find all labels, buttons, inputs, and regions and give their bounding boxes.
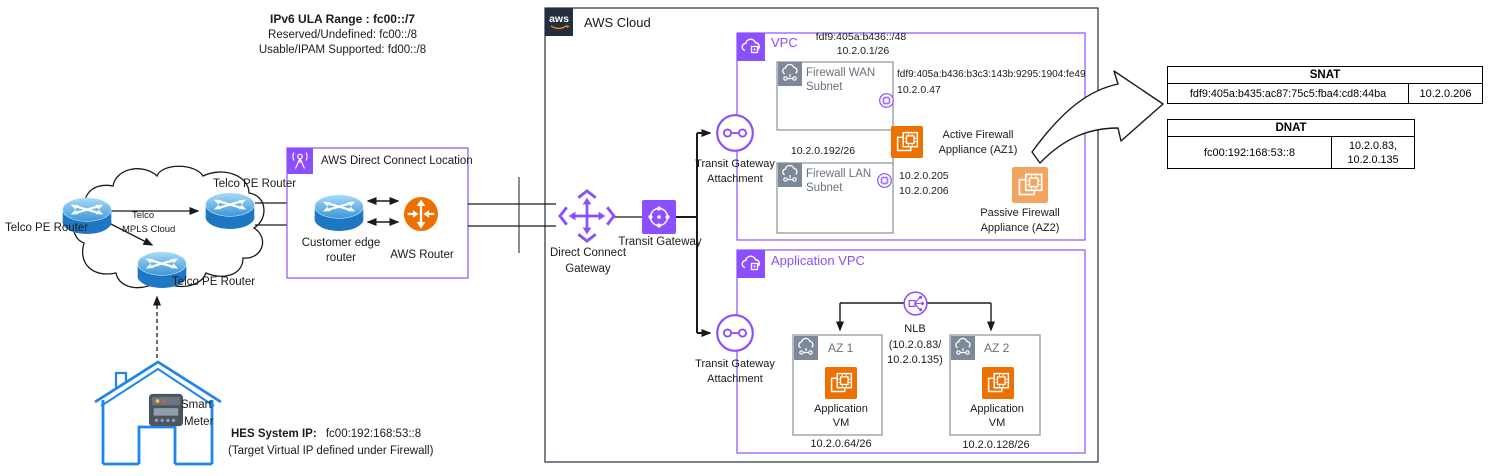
ipv6-ula-note: IPv6 ULA Range : fc00::/7 Reserved/Undef… — [205, 12, 480, 58]
az1-title: AZ 1 — [828, 341, 854, 355]
hes-note: (Target Virtual IP defined under Firewal… — [228, 445, 434, 457]
dnat-dest-ip: fc00:192:168:53::8 — [1168, 137, 1332, 168]
nlb-label: NLB (10.2.0.83/ 10.2.0.135) — [887, 323, 943, 366]
dnat-table: DNAT fc00:192:168:53::8 10.2.0.83, 10.2.… — [1167, 119, 1415, 169]
application-vpc-title: Application VPC — [771, 253, 865, 268]
subnet-icon-lan — [778, 163, 802, 187]
eni-icon-lan — [877, 173, 892, 188]
dnat-translated-ips: 10.2.0.83, 10.2.0.135 — [1347, 139, 1399, 166]
vpc-icon — [737, 33, 765, 61]
direct-connect-gateway-label: Direct Connect Gateway — [549, 247, 627, 275]
customer-edge-router-label: Customer edge router — [301, 237, 381, 264]
customer-edge-router-icon — [313, 193, 365, 232]
lan-eni-ip1: 10.2.0.205 — [899, 170, 949, 182]
subnet-icon-wan — [778, 62, 802, 86]
snat-translated-ip: 10.2.0.206 — [1419, 87, 1472, 100]
az2-title: AZ 2 — [984, 341, 1010, 355]
wan-eni-ipv4: 10.2.0.47 — [897, 84, 941, 96]
app-vpc-icon — [737, 250, 765, 278]
wan-eni-ipv6: fdf9:405a:b436:b3c3:143b:9295:1904:fe49 — [897, 69, 1086, 80]
subnet-icon-az2 — [951, 336, 975, 360]
house-shape — [94, 360, 222, 466]
application-vm-icon-az2 — [982, 367, 1014, 399]
firewall-wan-subnet-box — [776, 61, 894, 131]
firewall-lan-subnet-box — [776, 162, 894, 234]
dx-internal-links — [366, 197, 400, 226]
dx-dcg-links — [468, 203, 556, 227]
telco-pe-router-label-top: Telco PE Router — [213, 178, 297, 190]
smart-meter-icon — [148, 393, 184, 427]
transit-gateway-label: Transit Gateway — [618, 236, 702, 248]
smart-meter-label: Smart Meter — [181, 399, 214, 428]
nlb-icon — [903, 291, 928, 316]
dx-location-title: AWS Direct Connect Location — [321, 155, 473, 167]
telco-cloud-label-1: Telco — [132, 210, 155, 221]
tga-label-appvpc: Transit Gateway Attachment — [695, 358, 775, 385]
transit-gateway-attachment-icon-vpc — [716, 114, 754, 152]
direct-connect-gateway-icon — [558, 189, 616, 243]
hes-ip-value: fc00:192:168:53::8 — [325, 428, 422, 440]
passive-firewall-label: Passive Firewall Appliance (AZ2) — [980, 207, 1060, 234]
snat-table-title: SNAT — [1168, 67, 1482, 84]
aws-router-icon — [403, 196, 439, 232]
telco-pe-router-label-left: Telco PE Router — [5, 222, 89, 234]
firewall-wan-subnet-label: Firewall WAN Subnet — [806, 67, 876, 93]
transit-gateway-icon — [642, 200, 676, 234]
svg-text:aws: aws — [549, 13, 569, 25]
application-vm-label-az2: Application VM — [970, 403, 1024, 429]
aws-router-label: AWS Router — [390, 249, 454, 261]
telco-pe-router-icon-top — [204, 191, 256, 230]
vpc-cidr-ipv6: fdf9:405a:b436::/48 — [815, 31, 907, 43]
mpls-cloud-connectors — [102, 207, 200, 246]
ipv6-ula-title: IPv6 ULA Range : fc00::/7 — [270, 12, 415, 26]
lan-eni-ip2: 10.2.0.206 — [899, 185, 949, 197]
firewall-appliance-active-icon — [891, 126, 923, 158]
aws-logo: aws — [545, 8, 573, 36]
active-firewall-label: Active Firewall Appliance (AZ1) — [938, 129, 1018, 156]
dnat-table-title: DNAT — [1168, 120, 1414, 137]
hes-label: HES System IP: — [231, 428, 317, 440]
hes-system-ip-line: HES System IP: fc00:192:168:53::8 — [231, 427, 421, 442]
telco-cloud-label-2: MPLS Cloud — [122, 224, 176, 235]
ipv6-reserved-line: Reserved/Undefined: fc00::/8 — [268, 28, 417, 41]
snat-table: SNAT fdf9:405a:b435:ac87:75c5:fba4:cd8:4… — [1167, 66, 1483, 104]
tga-label-vpc: Transit Gateway Attachment — [695, 158, 775, 185]
az2-cidr: 10.2.0.128/26 — [962, 439, 1030, 451]
eni-icon-wan — [879, 93, 894, 108]
dx-location-box — [286, 147, 469, 279]
aws-cloud-title: AWS Cloud — [584, 15, 651, 30]
vpc-title: VPC — [771, 35, 798, 50]
lan-subnet-cidr: 10.2.0.192/26 — [790, 145, 856, 157]
direct-connect-location-icon — [287, 148, 313, 174]
vpc-cidr-ipv4: 10.2.0.1/26 — [836, 45, 890, 57]
subnet-icon-az1 — [794, 336, 818, 360]
aws-cloud-box — [544, 7, 1099, 463]
snat-source-ip: fdf9:405a:b435:ac87:75c5:fba4:cd8:44ba — [1168, 84, 1409, 103]
telco-dx-links — [255, 202, 287, 226]
telco-pe-router-label-bottom: Telco PE Router — [172, 276, 256, 288]
firewall-appliance-passive-icon — [1012, 167, 1048, 203]
firewall-lan-subnet-label: Firewall LAN Subnet — [806, 168, 872, 194]
tgw-attachment-links — [676, 129, 712, 337]
az1-cidr: 10.2.0.64/26 — [810, 438, 872, 450]
ipv6-usable-line: Usable/IPAM Supported: fd00::/8 — [258, 43, 427, 56]
application-vm-label-az1: Application VM — [814, 403, 868, 429]
transit-gateway-attachment-icon-appvpc — [716, 314, 754, 352]
application-vm-icon-az1 — [825, 367, 857, 399]
